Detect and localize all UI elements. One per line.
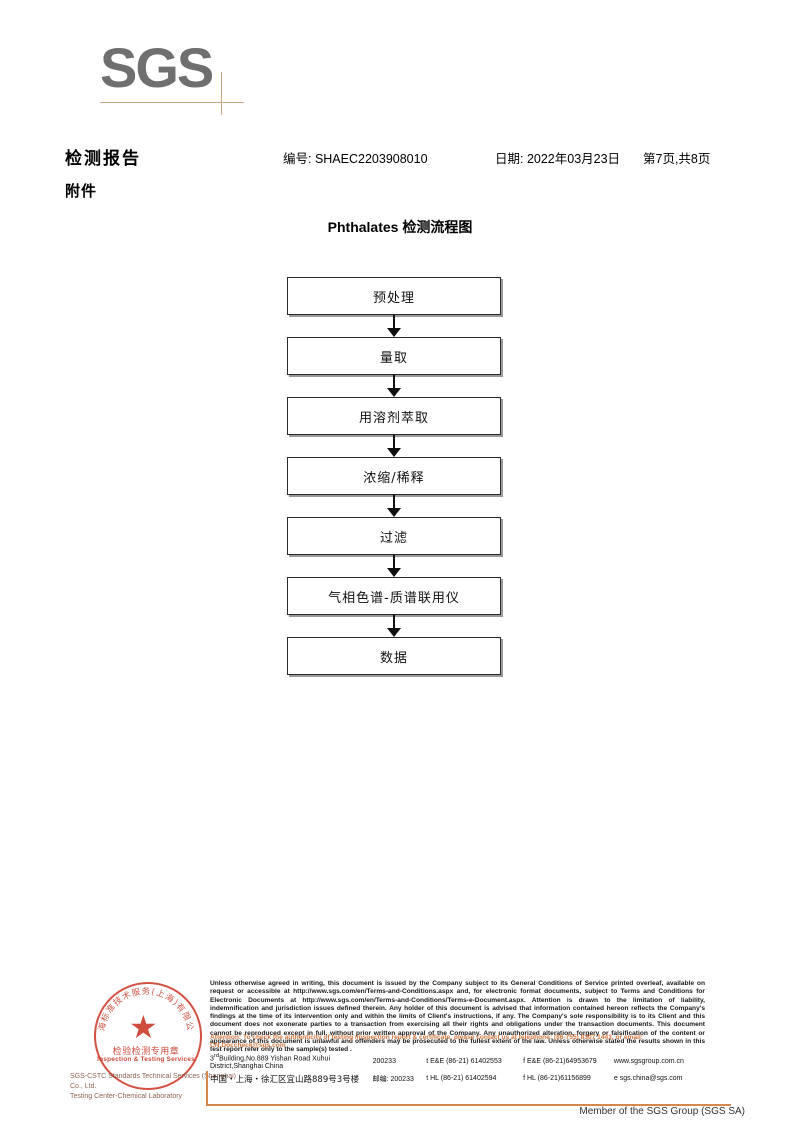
flow-node-label: 过滤: [379, 530, 408, 546]
flow-node: 过滤: [287, 517, 501, 555]
logo-vertical-tick: [221, 72, 222, 115]
stamp-label-cn: 检验检测专用章: [112, 1047, 180, 1057]
flow-node-label: 浓缩/稀释: [363, 470, 425, 486]
stamp-label-en: Inspection & Testing Services: [97, 1056, 195, 1063]
flow-arrow-down-icon: [287, 495, 501, 517]
attention-notice: Attention: To check the authenticity of …: [210, 1034, 643, 1050]
flow-arrow-down-icon: [287, 375, 501, 397]
footer-vertical-divider: [206, 1071, 208, 1105]
flow-arrow-down-icon: [287, 315, 501, 337]
address-zip-cn: 邮编: 200233: [372, 1075, 414, 1083]
flow-node: 气相色谱-质谱联用仪: [287, 577, 501, 615]
sgs-logo: SGS: [100, 38, 250, 118]
flow-node: 预处理: [287, 277, 501, 315]
flow-node-label: 数据: [379, 650, 408, 666]
address-telephone-cn: t HL (86-21) 61402594: [426, 1075, 497, 1082]
flow-node-label: 气相色谱-质谱联用仪: [328, 590, 460, 606]
flowchart-title: Phthalates 检测流程图: [327, 219, 473, 235]
flow-node: 量取: [287, 337, 501, 375]
sgs-logo-text: SGS: [100, 36, 214, 99]
page-footer: 上海标准技术服务(上海)有限公司 ★ 检验检测专用章 Inspection & …: [0, 975, 800, 1131]
address-row: 3rdBuilding,No.889 Yishan Road Xuhui Dis…: [210, 1053, 735, 1070]
page-title: 检测报告: [65, 149, 141, 168]
contact-address-table: 3rdBuilding,No.889 Yishan Road Xuhui Dis…: [210, 1053, 735, 1087]
report-date: 日期: 2022年03月23日: [495, 152, 621, 166]
attachment-label: 附件: [65, 183, 98, 200]
star-icon: ★: [129, 1009, 158, 1045]
address-email: e sgs.china@sgs.com: [613, 1075, 683, 1082]
flow-node: 数据: [287, 637, 501, 675]
flowchart: 预处理 量取 用溶剂萃取 浓缩/稀释 过滤 气相色谱-质谱联用仪 数据: [287, 277, 503, 675]
stamp-company-line1: SGS-CSTC Standards Technical Services (S…: [70, 1073, 237, 1090]
flow-node-label: 预处理: [372, 290, 415, 306]
logo-horizontal-rule: [100, 102, 244, 103]
footer-horizontal-rule: [206, 1104, 731, 1106]
flow-node: 用溶剂萃取: [287, 397, 501, 435]
address-fax-en: f E&E (86-21)64953679: [523, 1058, 597, 1065]
stamp-circle: [94, 982, 202, 1090]
report-number: 编号: SHAEC2203908010: [283, 152, 428, 166]
flow-node-label: 量取: [379, 350, 408, 366]
address-telephone-en: t E&E (86-21) 61402553: [426, 1058, 502, 1065]
flow-node-label: 用溶剂萃取: [358, 410, 429, 426]
address-street-cn: 中国・上海・徐汇区宜山路889号3号楼: [210, 1074, 360, 1085]
stamp-company-name: SGS-CSTC Standards Technical Services (S…: [70, 1072, 250, 1102]
address-street-en: 3rdBuilding,No.889 Yishan Road Xuhui Dis…: [210, 1053, 331, 1070]
stamp-company-line2: Testing Center-Chemical Laboratory: [70, 1093, 183, 1100]
flow-arrow-down-icon: [287, 615, 501, 637]
legal-disclaimer: Unless otherwise agreed in writing, this…: [210, 980, 705, 1054]
report-header: 检测报告 编号: SHAEC2203908010 日期: 2022年03月23日…: [65, 144, 745, 168]
flow-arrow-down-icon: [287, 435, 501, 457]
page-indicator: 第7页,共8页: [643, 152, 711, 166]
sgs-group-member-line: Member of the SGS Group (SGS SA): [579, 1106, 745, 1117]
address-zip-en: 200233: [372, 1058, 396, 1065]
address-website: www.sgsgroup.com.cn: [613, 1058, 684, 1065]
flow-node: 浓缩/稀释: [287, 457, 501, 495]
official-stamp: 上海标准技术服务(上海)有限公司 ★ 检验检测专用章 Inspection & …: [70, 978, 236, 1100]
address-fax-cn: f HL (86-21)61156899: [523, 1075, 591, 1082]
stamp-arc-text: 上海标准技术服务(上海)有限公司: [88, 978, 194, 1032]
address-row: 中国・上海・徐汇区宜山路889号3号楼 邮编: 200233 t HL (86-…: [210, 1070, 735, 1087]
flow-arrow-down-icon: [287, 555, 501, 577]
